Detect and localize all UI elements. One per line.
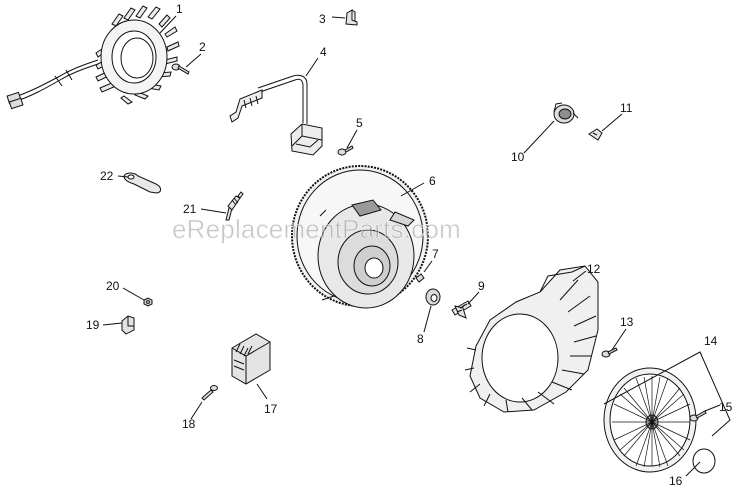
leader-5 xyxy=(346,129,358,149)
stator-wires xyxy=(6,59,99,110)
callout-18: 18 xyxy=(182,417,196,431)
callout-16: 16 xyxy=(669,474,683,488)
callout-21: 21 xyxy=(183,202,197,216)
part-spark-plug-21 xyxy=(225,191,244,221)
part-clip-19 xyxy=(121,315,135,335)
leader-18 xyxy=(190,401,203,420)
part-grass-screen xyxy=(603,367,697,473)
part-clamp-10 xyxy=(553,102,579,124)
callout-2: 2 xyxy=(199,40,206,54)
part-screw-15 xyxy=(689,410,707,422)
leader-1 xyxy=(159,15,177,34)
leader-7 xyxy=(423,260,433,273)
callout-5: 5 xyxy=(356,116,363,130)
part-screw-18 xyxy=(201,385,218,401)
part-bracket-3 xyxy=(345,9,358,26)
callout-4: 4 xyxy=(320,45,327,59)
part-stator xyxy=(95,5,180,105)
callout-9: 9 xyxy=(478,279,485,293)
part-bolt-9 xyxy=(451,300,472,319)
part-screw-2 xyxy=(171,63,190,75)
part-blower-housing xyxy=(464,265,599,413)
callout-19: 19 xyxy=(86,318,100,332)
leader-10 xyxy=(523,120,555,154)
leader-17 xyxy=(256,383,268,400)
leader-20 xyxy=(122,287,145,301)
leader-9 xyxy=(467,291,480,305)
screen-bracket-lines xyxy=(603,351,731,437)
part-washer-8 xyxy=(425,288,441,306)
callout-17: 17 xyxy=(264,402,278,416)
leader-11 xyxy=(601,113,623,132)
leader-15 xyxy=(704,404,721,412)
part-flywheel xyxy=(291,165,429,309)
leader-6 xyxy=(400,182,425,197)
part-ignition-module xyxy=(229,74,323,156)
callout-1: 1 xyxy=(176,2,183,16)
callout-22: 22 xyxy=(100,169,114,183)
callout-12: 12 xyxy=(587,262,601,276)
leader-3 xyxy=(331,16,346,19)
leader-lines xyxy=(102,15,721,477)
callout-labels: 1 2 3 4 5 6 7 8 9 10 11 12 13 14 15 16 1… xyxy=(86,2,733,488)
callout-13: 13 xyxy=(620,315,634,329)
leader-8 xyxy=(423,305,432,333)
leader-16 xyxy=(685,461,701,477)
callout-10: 10 xyxy=(511,150,525,164)
leader-13 xyxy=(611,328,627,351)
leader-4 xyxy=(305,57,319,77)
callout-6: 6 xyxy=(429,174,436,188)
part-nut-20 xyxy=(143,297,153,307)
leader-2 xyxy=(185,53,202,68)
part-rectifier-17 xyxy=(231,333,271,385)
part-screw-5 xyxy=(337,145,354,156)
leader-12 xyxy=(572,270,587,282)
callout-8: 8 xyxy=(417,332,424,346)
leader-19 xyxy=(102,322,123,326)
part-clip-11 xyxy=(588,128,603,141)
leader-22 xyxy=(117,175,129,178)
leader-21 xyxy=(200,208,227,214)
callout-11: 11 xyxy=(620,101,633,115)
part-key-7 xyxy=(415,273,425,283)
callout-20: 20 xyxy=(106,279,120,293)
part-screw-13 xyxy=(601,347,618,358)
part-decal-16 xyxy=(692,448,716,474)
callout-14: 14 xyxy=(704,334,718,348)
callout-15: 15 xyxy=(719,400,733,414)
callout-7: 7 xyxy=(432,247,439,261)
callout-3: 3 xyxy=(319,12,326,26)
part-bracket-22 xyxy=(123,172,162,194)
